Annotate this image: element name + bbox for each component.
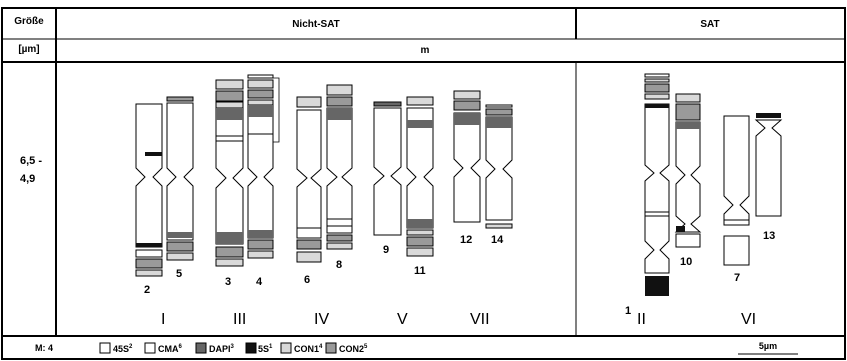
legend-sup-dapi: 3 [231,344,235,350]
svg-text:DAPI3: DAPI3 [209,344,235,354]
sat-header: SAT [700,19,719,30]
group-label-I: I [161,311,165,328]
size-header: Größe [14,16,44,27]
chromosome-14 [485,104,513,229]
group-label-VI: VI [741,311,756,328]
svg-text:5S1: 5S1 [258,344,273,354]
chromosome-label-5: 5 [176,268,182,280]
chromosome-6 [296,96,322,263]
chromosome-label-3: 3 [225,276,231,288]
legend-label-dapi: DAPI [209,344,231,354]
legend-label-cma: CMA [158,344,179,354]
svg-text:CON25: CON25 [339,344,368,354]
chromosome-10 [674,93,702,248]
svg-text:CMA6: CMA6 [158,344,183,354]
chromosome-5 [166,96,194,261]
group-label-VII: VII [470,311,490,328]
chromosome-3 [215,79,244,267]
group-label-III: III [233,311,246,328]
chromosome-label-8: 8 [336,259,342,271]
chromosome-label-4: 4 [256,276,263,288]
legend-swatch [280,342,292,354]
chromosome-label-1: 1 [625,305,631,317]
legend-sup-45s: 2 [129,344,133,350]
group-label-II: II [637,311,646,328]
legend-sup-con1: 4 [319,344,323,350]
chromosome-1 [644,73,670,296]
group-label-V: V [397,311,408,328]
size-range-bottom: 4,9 [20,173,35,185]
chromosome-label-2: 2 [144,284,150,296]
chromosome-9 [373,101,402,236]
legend-label-con1: CON1 [294,344,319,354]
legend-swatch [245,342,257,354]
legend-item-cma: CMA6 [144,342,183,354]
legend-swatch [144,342,156,354]
chromosome-label-6: 6 [304,274,310,286]
legend-label-5s: 5S [258,344,269,354]
legend-swatch [195,342,207,354]
chromosome-label-11: 11 [414,265,426,277]
chromosome-12 [453,90,481,223]
legend-item-dapi: DAPI3 [195,342,235,354]
svg-text:45S2: 45S2 [113,344,133,354]
legend-sup-con2: 5 [364,344,368,350]
chromosome-label-10: 10 [680,256,692,268]
legend-swatch [325,342,337,354]
chromosome-label-14: 14 [491,234,504,246]
size-unit-header: [µm] [18,44,39,55]
chromosome-2 [135,103,163,277]
nonsat-header: Nicht-SAT [292,19,340,30]
chromosome-label-13: 13 [763,230,775,242]
chromosome-8 [326,84,353,250]
chromosome-label-9: 9 [383,244,389,256]
chromosome-label-7: 7 [734,272,740,284]
legend-sup-5s: 1 [269,344,273,350]
table-frame [1,7,846,360]
group-label-IV: IV [314,311,329,328]
legend-item-con2: CON25 [325,342,368,354]
legend-label-45s: 45S [113,344,129,354]
chromosome-7 [723,115,750,266]
chromosome-13 [754,113,783,217]
m-count: M: 4 [35,343,53,353]
chromosome-4 [247,74,280,259]
legend-item-45s: 45S2 [99,342,133,354]
scale-bar-label: 5µm [759,341,777,351]
legend-item-con1: CON14 [280,342,323,354]
legend-label-con2: CON2 [339,344,364,354]
size-range-top: 6,5 - [20,155,42,167]
chromosome-11 [406,96,434,257]
legend-swatch [99,342,111,354]
legend-item-5s: 5S1 [245,342,273,354]
svg-text:CON14: CON14 [294,344,323,354]
legend-sup-cma: 6 [179,344,183,350]
legend: 45S2 CMA6 DAPI3 5S1 CON14 CON25 [99,342,368,354]
m-subheader: m [421,45,430,56]
chromosome-label-12: 12 [460,234,472,246]
